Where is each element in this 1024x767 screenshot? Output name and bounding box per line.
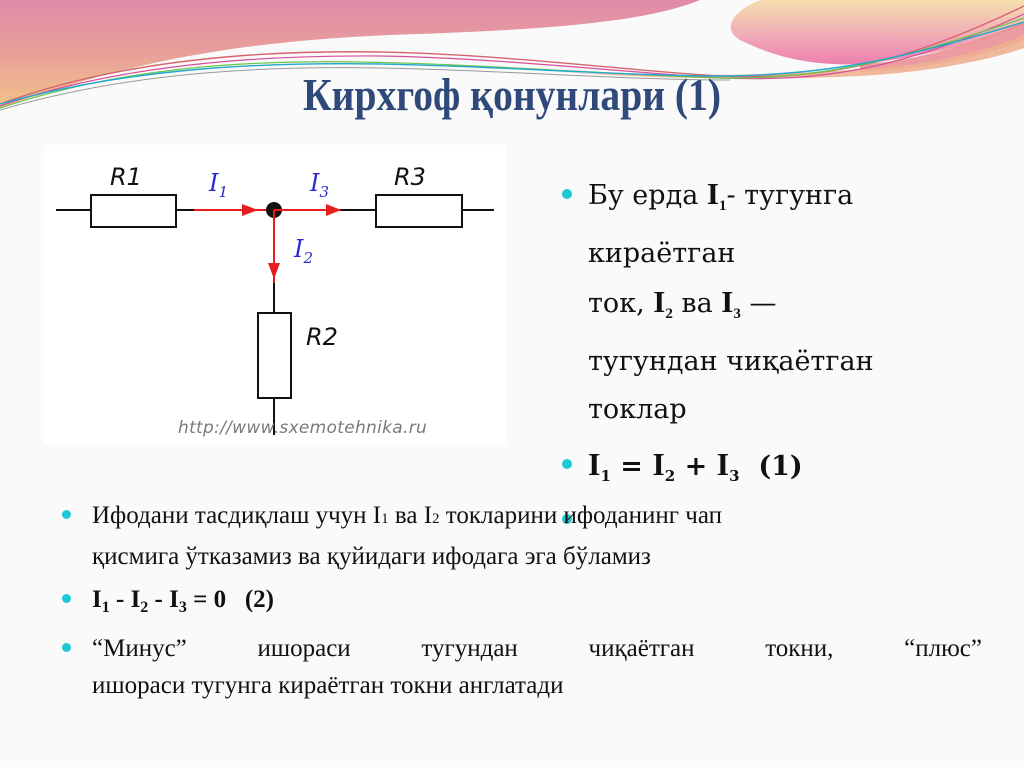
slide-title: Кирхгоф қонунлари (1) (302, 69, 722, 120)
current-arrow-i2 (268, 263, 280, 279)
source-watermark: http://www.sxemotehnika.ru (178, 418, 428, 438)
kirchhoff-node-circuit: R1 R3 R2 I1 I3 I2 (56, 163, 494, 435)
empty-bullet (560, 500, 980, 530)
bullet-icon (562, 459, 572, 469)
bullet-icon (62, 594, 71, 603)
label-i3: I3 (309, 169, 329, 201)
current-arrow-i1 (242, 204, 258, 216)
resistor-r1 (90, 194, 177, 228)
label-r1: R1 (110, 163, 142, 191)
equation-2: I1 - I2 - I3 = 0 (2) (62, 581, 982, 626)
header-wave-decoration (0, 0, 1024, 111)
label-r2: R2 (306, 323, 338, 351)
bullet-icon (62, 643, 71, 652)
equation-1: I1 = I2 + I3 (1) (560, 440, 980, 500)
bullet-transfer-explanation: Ифодани тасдиқлаш учун I1 ва I2 токларин… (62, 497, 982, 575)
resistor-r3 (375, 194, 463, 228)
resistor-r2 (257, 312, 292, 399)
bullet-icon (562, 189, 572, 199)
label-i2: I2 (293, 235, 313, 267)
bottom-bullet-list: Ифодани тасдиқлаш учун I1 ва I2 токларин… (62, 497, 982, 704)
current-arrow-i3 (326, 204, 341, 216)
circuit-diagram: R1 R3 R2 I1 I3 I2 (44, 145, 506, 445)
bullet-current-definitions: Бу ерда I1- тугунга кираётган ток, I2 ва… (560, 170, 980, 434)
label-r3: R3 (394, 163, 426, 191)
bullet-icon (562, 514, 572, 524)
bullet-icon (62, 510, 71, 519)
label-i1: I1 (208, 169, 228, 201)
bullet-sign-meaning: “Минус” ишораси тугундан чиқаётган токни… (62, 630, 982, 704)
right-bullet-list: Бу ерда I1- тугунга кираётган ток, I2 ва… (560, 170, 980, 530)
